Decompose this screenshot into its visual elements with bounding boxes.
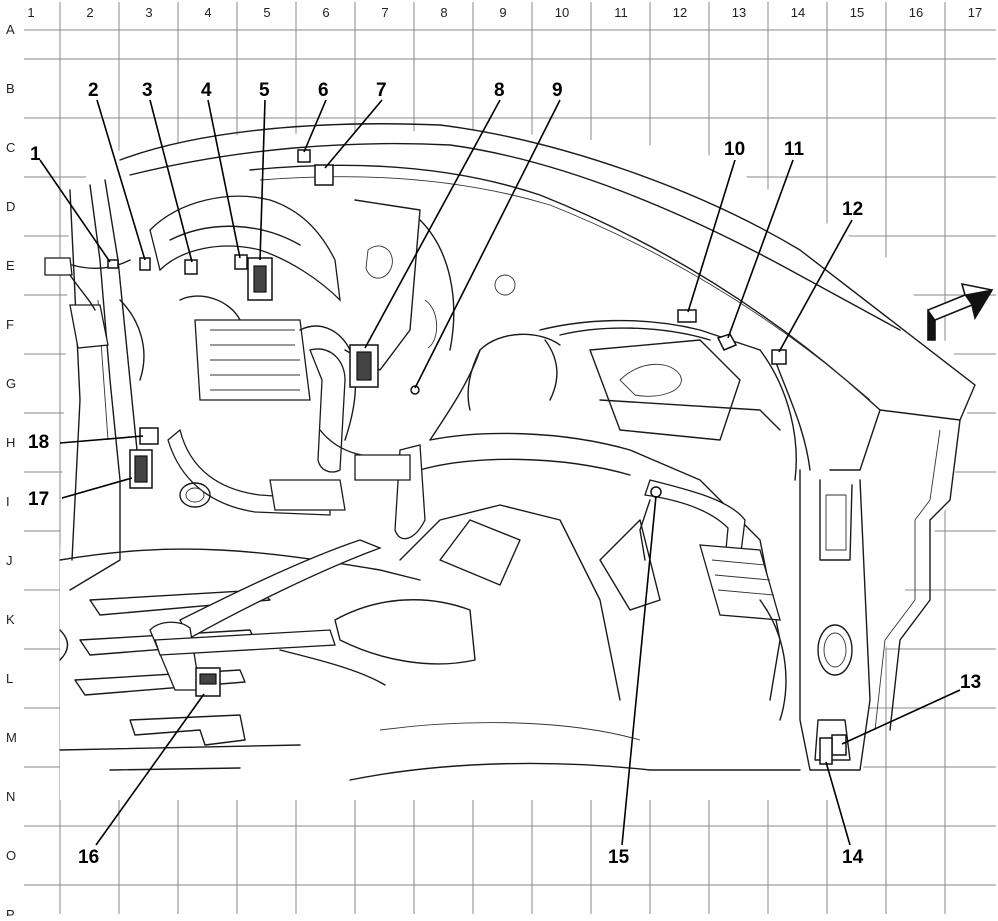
callout-12: 12: [842, 199, 863, 220]
connector-14[interactable]: [819, 737, 833, 765]
callout-3: 3: [142, 80, 153, 101]
connector-11[interactable]: [716, 333, 738, 351]
row-label: A: [6, 22, 15, 37]
column-label: 7: [381, 5, 388, 20]
callout-numbers: 1 2 3 4 5 6 7 8 9 10 11 12 13 14 15 16 1…: [28, 80, 981, 868]
connector-17-face: [134, 455, 148, 483]
callout-7: 7: [376, 80, 387, 101]
vehicle-interior-illustration: [44, 123, 976, 800]
callout-16: 16: [78, 847, 99, 868]
row-label: K: [6, 612, 15, 627]
connector-7[interactable]: [314, 164, 334, 186]
row-label: E: [6, 258, 15, 273]
row-label: P: [6, 907, 15, 916]
callout-17: 17: [28, 489, 49, 510]
callout-15: 15: [608, 847, 630, 868]
column-label: 14: [791, 5, 805, 20]
row-label: L: [6, 671, 13, 686]
callout-11: 11: [784, 139, 805, 160]
column-label: 17: [968, 5, 982, 20]
column-label: 15: [850, 5, 864, 20]
connector-9[interactable]: [410, 385, 420, 395]
row-label: C: [6, 140, 15, 155]
column-label: 4: [204, 5, 211, 20]
connector-13[interactable]: [831, 734, 847, 756]
callout-8: 8: [494, 80, 505, 101]
column-label: 5: [263, 5, 270, 20]
forward-arrow-icon: [927, 282, 994, 341]
row-label: I: [6, 494, 10, 509]
row-label: D: [6, 199, 15, 214]
callout-1: 1: [30, 144, 41, 165]
callout-5: 5: [259, 80, 270, 101]
row-label: H: [6, 435, 15, 450]
row-label: O: [6, 848, 16, 863]
column-label: 9: [499, 5, 506, 20]
callout-leaders: [39, 99, 961, 846]
column-label: 11: [614, 5, 628, 20]
row-label: B: [6, 81, 15, 96]
connector-5-face: [253, 265, 267, 293]
connector-1[interactable]: [107, 259, 119, 269]
column-label: 1: [27, 5, 34, 20]
callout-18: 18: [28, 432, 49, 453]
callout-4: 4: [201, 80, 212, 101]
row-label: N: [6, 789, 15, 804]
connector-8-face: [356, 351, 372, 381]
column-label: 2: [86, 5, 93, 20]
column-label: 3: [145, 5, 152, 20]
column-label: 12: [673, 5, 687, 20]
connector-15[interactable]: [650, 486, 662, 498]
column-label: 8: [440, 5, 447, 20]
column-label: 16: [909, 5, 923, 20]
column-label: 10: [555, 5, 569, 20]
callout-13: 13: [960, 672, 981, 693]
callout-10: 10: [724, 139, 745, 160]
callout-6: 6: [318, 80, 329, 101]
connector-10[interactable]: [677, 309, 697, 323]
column-label: 6: [322, 5, 329, 20]
callout-14: 14: [842, 847, 864, 868]
row-label: M: [6, 730, 17, 745]
connector-4[interactable]: [234, 254, 248, 270]
row-label: G: [6, 376, 16, 391]
row-label: J: [6, 553, 13, 568]
connector-12[interactable]: [771, 349, 787, 365]
row-labels: A B C D E F G H I J K L M N O P: [6, 22, 17, 921]
callout-9: 9: [552, 80, 563, 101]
connector-3[interactable]: [184, 259, 198, 275]
row-label: F: [6, 317, 14, 332]
callout-2: 2: [88, 80, 99, 101]
column-label: 13: [732, 5, 746, 20]
connector-16-face: [199, 673, 217, 685]
